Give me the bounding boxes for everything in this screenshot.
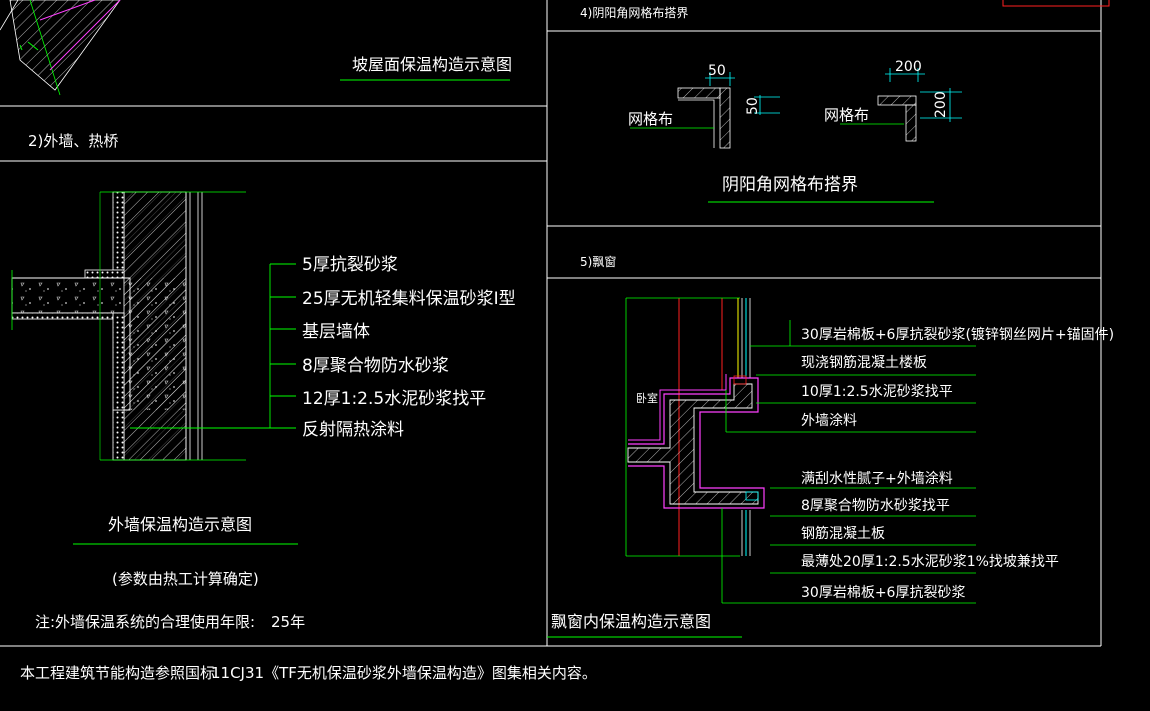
wall-layer-label: 基层墙体 xyxy=(302,322,370,342)
bay-room-label: 卧室 xyxy=(636,391,658,405)
corner-right-dim-side: 200 xyxy=(933,91,949,118)
roof-caption: 坡屋面保温构造示意图 xyxy=(352,55,512,74)
corner-left-dim-side: 50 xyxy=(745,97,761,115)
bay-layer-label: 30厚岩棉板+6厚抗裂砂浆 xyxy=(801,584,965,601)
wall-section-graphic xyxy=(11,191,296,461)
wall-section-title: 2)外墙、热桥 xyxy=(28,132,118,150)
bay-layer-labels: 30厚岩棉板+6厚抗裂砂浆(镀锌钢丝网片+锚固件) 现浇钢筋混凝土楼板 10厚1… xyxy=(801,326,1114,601)
bay-layer-label: 最薄处20厚1:2.5水泥砂浆1%找坡兼找平 xyxy=(801,554,1059,570)
footer-reference-text: 本工程建筑节能构造参照国标 xyxy=(20,664,215,682)
bay-layer-label: 满刮水性腻子+外墙涂料 xyxy=(801,471,953,487)
wall-layer-label: 12厚1:2.5水泥砂浆找平 xyxy=(302,389,486,409)
wall-layer-label: 5厚抗裂砂浆 xyxy=(302,255,398,275)
bay-layer-label: 钢筋混凝土板 xyxy=(801,525,885,542)
wall-layer-label: 反射隔热涂料 xyxy=(302,420,404,440)
bay-caption: 飘窗内保温构造示意图 xyxy=(551,612,711,631)
corner-left-detail xyxy=(630,72,780,149)
title-block-corner xyxy=(1002,0,1110,7)
bay-window-graphic xyxy=(625,297,976,604)
roof-section-graphic xyxy=(0,0,121,96)
bay-layer-label: 10厚1:2.5水泥砂浆找平 xyxy=(801,384,953,400)
corner-right-detail xyxy=(840,68,962,142)
wall-subcaption: (参数由热工计算确定) xyxy=(112,570,259,588)
wall-layer-labels: 5厚抗裂砂浆 25厚无机轻集料保温砂浆I型 基层墙体 8厚聚合物防水砂浆 12厚… xyxy=(302,255,516,440)
bay-layer-label: 8厚聚合物防水砂浆找平 xyxy=(801,498,950,514)
bay-layer-label: 30厚岩棉板+6厚抗裂砂浆(镀锌钢丝网片+锚固件) xyxy=(801,326,1114,343)
corner-right-dim-top: 200 xyxy=(895,59,922,75)
wall-layer-label: 25厚无机轻集料保温砂浆I型 xyxy=(302,289,516,309)
corner-right-mesh-label: 网格布 xyxy=(824,106,869,124)
wall-service-life-note: 注:外墙保温系统的合理使用年限: xyxy=(35,613,255,631)
drawing-frame xyxy=(0,0,1102,647)
corner-left-dim-top: 50 xyxy=(708,63,726,79)
corner-section-title: 4)阴阳角网格布搭界 xyxy=(580,5,688,20)
corner-left-mesh-label: 网格布 xyxy=(628,110,673,128)
bay-layer-label: 现浇钢筋混凝土楼板 xyxy=(801,354,927,371)
wall-layer-label: 8厚聚合物防水砂浆 xyxy=(302,356,449,376)
footer-reference-code: 11CJ31《TF无机保温砂浆外墙保温构造》图集相关内容。 xyxy=(211,664,597,682)
bay-section-title: 5)飘窗 xyxy=(580,255,616,269)
bay-layer-label: 外墙涂料 xyxy=(801,413,857,429)
wall-caption: 外墙保温构造示意图 xyxy=(108,515,252,534)
wall-service-life-value: 25年 xyxy=(271,613,305,631)
corner-caption: 阴阳角网格布搭界 xyxy=(722,175,858,195)
